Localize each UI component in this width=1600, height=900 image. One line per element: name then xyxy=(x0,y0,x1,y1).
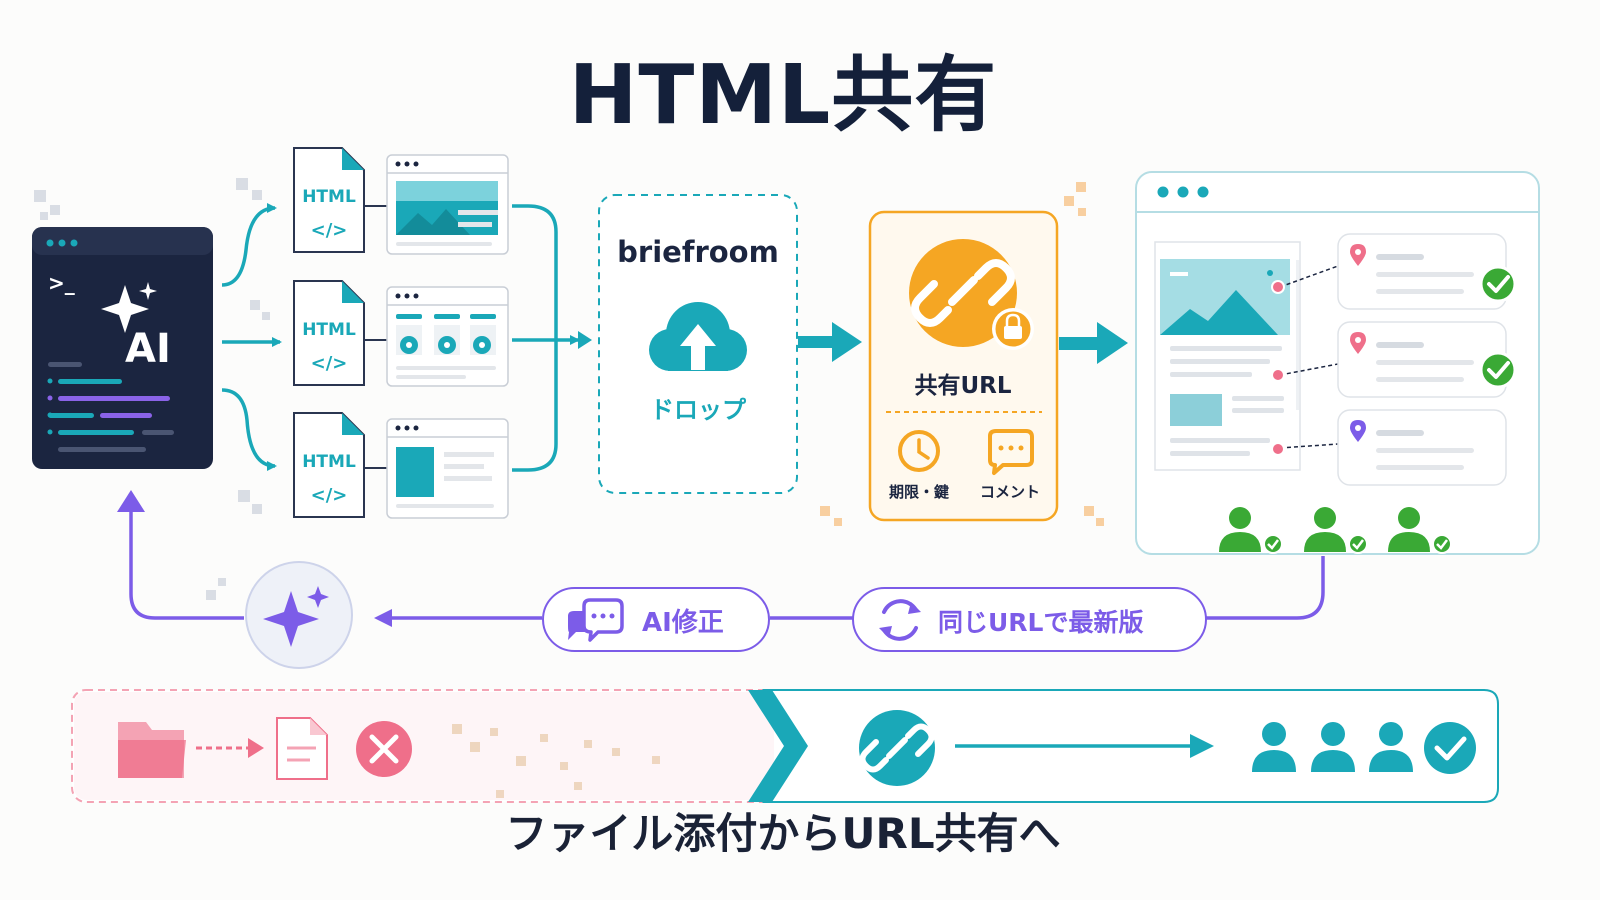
check-circle-icon xyxy=(1424,722,1476,774)
merge-arrow xyxy=(512,204,580,472)
user-check-icon xyxy=(1219,507,1283,554)
folder-icon xyxy=(118,722,186,778)
same-url-pill[interactable]: 同じURLで最新版 xyxy=(852,587,1207,652)
users-icon xyxy=(1252,722,1413,772)
document-icon xyxy=(276,717,328,780)
sparkle-icon xyxy=(101,282,157,333)
approved-users xyxy=(1219,507,1452,554)
ai-fix-pill[interactable]: AI修正 xyxy=(542,587,770,652)
link-circle-icon xyxy=(859,710,935,786)
terminal-prompt: >_ xyxy=(48,271,75,295)
same-url-label: 同じURLで最新版 xyxy=(938,608,1143,637)
comment-pin-connectors xyxy=(1279,265,1339,449)
ai-fix-label: AI修正 xyxy=(642,607,724,638)
comparison-banner xyxy=(71,689,1499,803)
code-icon: </> xyxy=(311,353,348,374)
dissolve-pixels xyxy=(452,724,660,798)
ai-sparkle-node xyxy=(245,561,353,669)
html-file-label: HTML xyxy=(302,452,356,472)
feedback-loop-line xyxy=(129,510,1325,627)
code-icon: </> xyxy=(311,485,348,506)
comment-card-2 xyxy=(1337,321,1517,398)
expiry-lock-label: 期限・鍵 xyxy=(889,483,949,501)
page-preview-1 xyxy=(386,154,509,255)
comment-card-3 xyxy=(1337,409,1507,486)
page-preview-3 xyxy=(386,418,509,519)
code-icon: </> xyxy=(311,220,348,241)
shared-page-browser xyxy=(1135,171,1540,555)
close-icon xyxy=(356,721,412,777)
briefroom-dropzone[interactable]: briefroom ドロップ xyxy=(598,194,798,494)
footer-caption: ファイル添付からURL共有へ xyxy=(505,809,1061,858)
html-file-label: HTML xyxy=(302,187,356,207)
arrow-to-share xyxy=(798,322,862,362)
lock-icon xyxy=(992,308,1034,350)
share-url-card[interactable]: 共有URL 期限・鍵 コメント xyxy=(868,210,1059,522)
merge-arrow-head xyxy=(578,331,592,349)
terminal-ai-label: AI xyxy=(125,326,171,372)
loop-arrow-up xyxy=(117,490,145,512)
comment-label: コメント xyxy=(980,483,1040,501)
share-url-title: 共有URL xyxy=(914,372,1011,399)
link-icon xyxy=(911,259,1015,327)
page-title: HTML共有 xyxy=(568,48,998,143)
html-file-3: HTML </> xyxy=(293,412,365,518)
drop-label: ドロップ xyxy=(650,396,747,424)
page-preview-2 xyxy=(386,286,509,387)
ai-terminal: >_ AI xyxy=(32,227,213,469)
html-file-2: HTML </> xyxy=(293,280,365,386)
branch-arrows xyxy=(221,203,282,471)
user-check-icon xyxy=(1304,507,1368,554)
comment-icon xyxy=(988,429,1034,475)
brand-logo: briefroom xyxy=(617,235,779,269)
cloud-upload-icon xyxy=(649,302,747,371)
check-icon xyxy=(1479,265,1517,303)
decorative-pixels-orange xyxy=(820,182,1104,526)
comment-card-1 xyxy=(1337,233,1517,310)
html-file-label: HTML xyxy=(302,320,356,340)
user-check-icon xyxy=(1388,507,1452,554)
html-file-1: HTML </> xyxy=(293,147,365,253)
file-preview-connectors xyxy=(364,205,388,469)
clock-icon xyxy=(898,430,940,472)
chat-bubbles-icon xyxy=(568,598,624,642)
arrow-to-shared-page xyxy=(1059,322,1128,364)
check-icon xyxy=(1479,351,1517,389)
